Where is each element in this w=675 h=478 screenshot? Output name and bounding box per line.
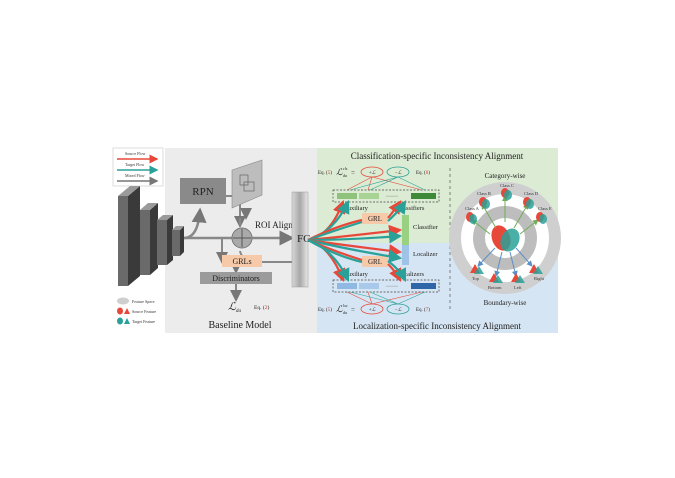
flow-legend: Source Flow Target Flow Mixed Flow xyxy=(112,147,164,187)
legend-source-flow: Source Flow xyxy=(125,151,145,156)
proposals-image xyxy=(231,159,263,209)
svg-text:Eq. (5): Eq. (5) xyxy=(318,171,332,176)
localization-title: Localization-specific Inconsistency Alig… xyxy=(353,321,521,331)
grl-bottom-label: GRL xyxy=(368,258,382,266)
rpn-label: RPN xyxy=(192,186,213,198)
classification-title: Classification-specific Inconsistency Al… xyxy=(351,151,524,161)
grls-label: GRLs xyxy=(232,257,251,266)
svg-text:loc: loc xyxy=(343,303,348,308)
class-b-label: Class B xyxy=(477,191,491,196)
class-feature-blobs xyxy=(466,188,547,224)
legend-source-feature: Source Feature xyxy=(132,309,156,314)
legend-mixed-flow: Mixed Flow xyxy=(125,173,145,178)
classifier-bar xyxy=(402,215,409,245)
classifier-label: Classifier xyxy=(413,224,439,231)
baseline-title: Baseline Model xyxy=(208,320,271,331)
localizer-bar xyxy=(402,245,409,265)
legend-feature-space: Feature Space xyxy=(132,299,155,304)
grls-box xyxy=(222,255,262,267)
svg-text:Eq. (5): Eq. (5) xyxy=(318,308,332,313)
svg-text:ℒ: ℒ xyxy=(336,167,343,177)
classifiers-label: Classifiers xyxy=(397,205,425,212)
legend-target-feature: Target Feature xyxy=(132,319,155,324)
svg-text:+ℒ: +ℒ xyxy=(369,170,376,176)
right-label: Right xyxy=(534,276,545,281)
svg-text:Eq. (7): Eq. (7) xyxy=(416,308,430,313)
localizer-dots: ······ xyxy=(386,284,398,290)
class-e-label: Class E xyxy=(538,206,552,211)
category-wise-label: Category-wise xyxy=(485,172,526,180)
rpn-box xyxy=(180,178,226,204)
bottom-label: Bottom xyxy=(488,285,502,290)
class-a-label: Class A xyxy=(465,206,480,211)
svg-text:da: da xyxy=(343,310,347,315)
baseline-loss: ℒda xyxy=(228,301,241,314)
svg-text:−ℒ: −ℒ xyxy=(395,307,402,313)
grl-top-label: GRL xyxy=(368,215,382,223)
svg-text:=: = xyxy=(351,306,355,314)
alignment-flows xyxy=(307,199,407,283)
svg-text:Eq. (6): Eq. (6) xyxy=(416,171,430,176)
svg-text:da: da xyxy=(343,173,347,178)
top-label: Top xyxy=(472,276,480,281)
discriminators-box xyxy=(200,272,272,284)
auxiliary-classifiers-row xyxy=(332,189,440,203)
class-c-label: Class C xyxy=(500,183,514,188)
grl-bottom-box xyxy=(362,256,388,267)
auxiliary-label-top: Auxiliary xyxy=(343,205,369,212)
class-d-label: Class D xyxy=(524,191,539,196)
svg-text:cls: cls xyxy=(343,166,348,171)
boundary-feature-blobs xyxy=(470,264,543,283)
baseline-eq-ref: Eq. (2) xyxy=(254,304,269,311)
auxiliary-label-bottom: Auxiliary xyxy=(343,271,369,278)
svg-text:ℒ: ℒ xyxy=(336,304,343,314)
localizers-label: Localizers xyxy=(397,271,425,278)
auxiliary-localizers-row xyxy=(332,279,440,293)
localizer-label: Localizer xyxy=(413,251,438,258)
grl-top-box xyxy=(362,213,388,224)
roi-align-label: ROI Align xyxy=(255,220,293,230)
feature-legend: Feature Space Source Feature Target Feat… xyxy=(117,297,156,325)
svg-text:+ℒ: +ℒ xyxy=(369,307,376,313)
svg-text:−ℒ: −ℒ xyxy=(395,170,402,176)
classifier-dots: ······ xyxy=(386,194,398,200)
left-label: Left xyxy=(514,285,522,290)
legend-target-flow: Target Flow xyxy=(125,162,144,167)
discriminators-label: Discriminators xyxy=(212,274,260,283)
backbone-network xyxy=(118,186,184,286)
svg-text:=: = xyxy=(351,169,355,177)
boundary-wise-label: Boundary-wise xyxy=(484,299,527,307)
